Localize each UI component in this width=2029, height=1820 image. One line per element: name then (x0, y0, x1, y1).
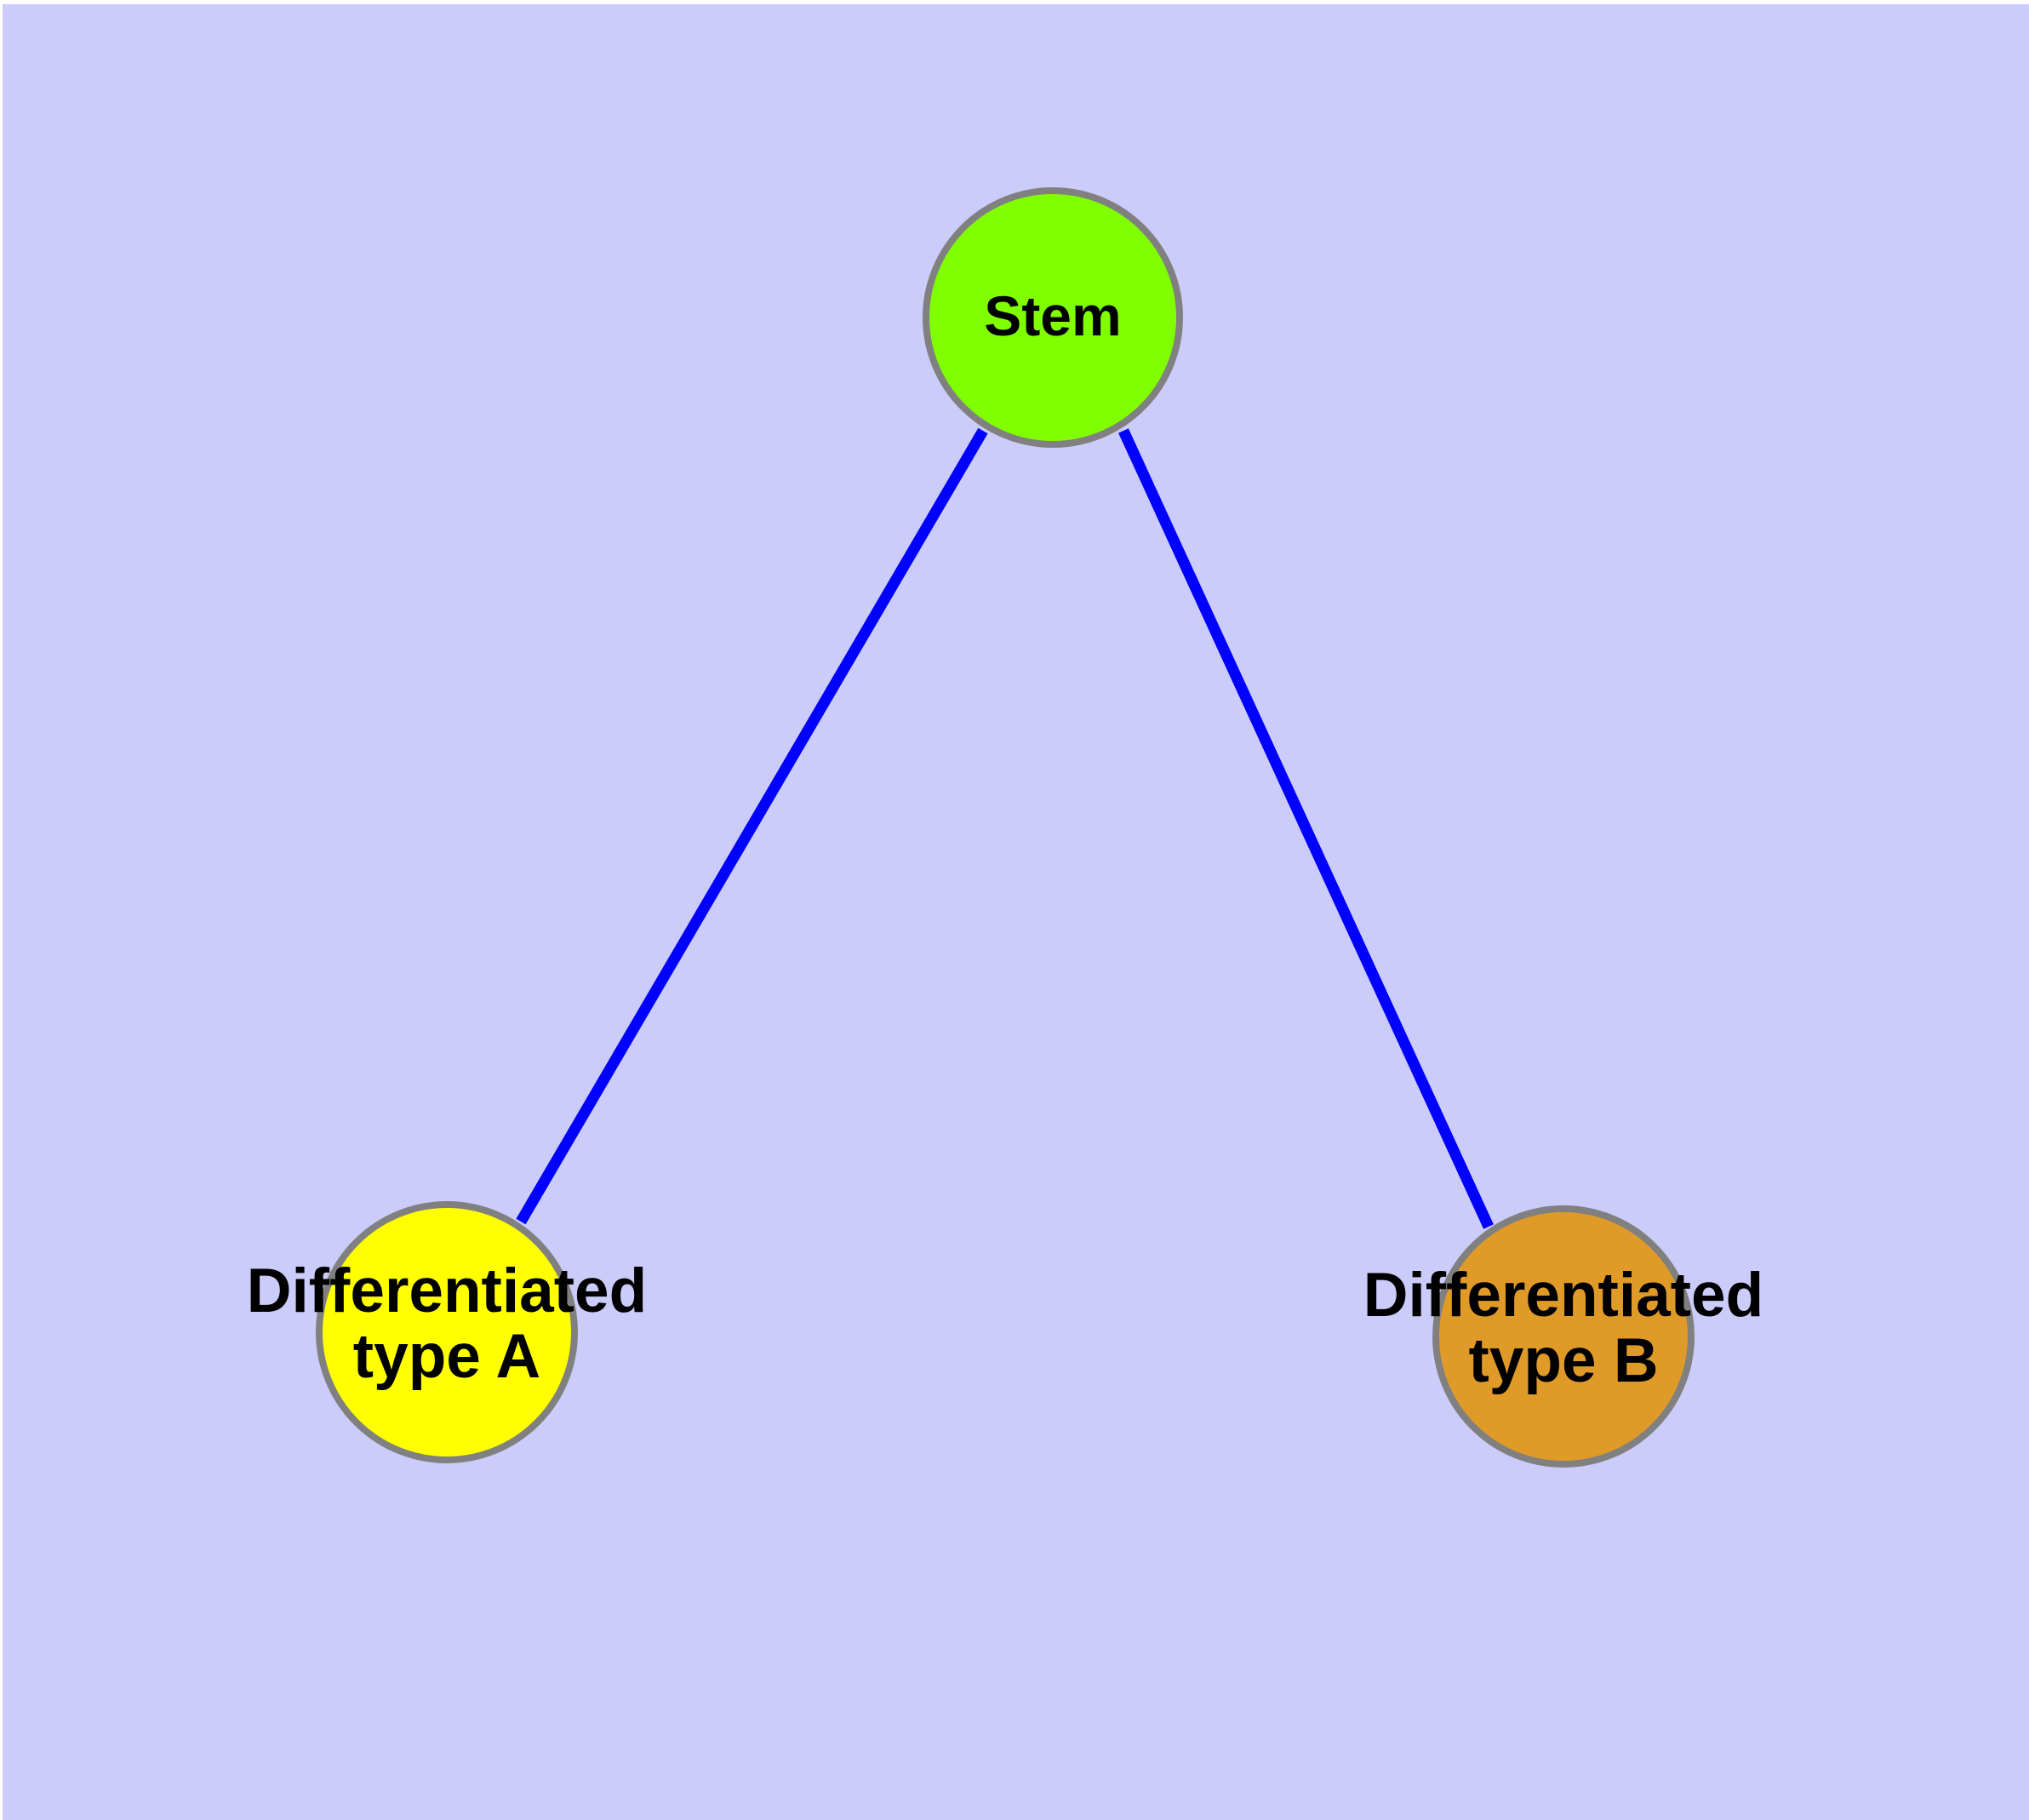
node-stem[interactable] (923, 187, 1183, 448)
edge-stem-to-diff-b[interactable] (1118, 428, 1494, 1229)
edge-stem-to-diff-a[interactable] (516, 427, 988, 1225)
node-diff-b[interactable] (1432, 1205, 1695, 1468)
edges-group (516, 427, 1494, 1229)
nodes-group (316, 187, 1695, 1468)
node-diff-a[interactable] (316, 1201, 578, 1463)
